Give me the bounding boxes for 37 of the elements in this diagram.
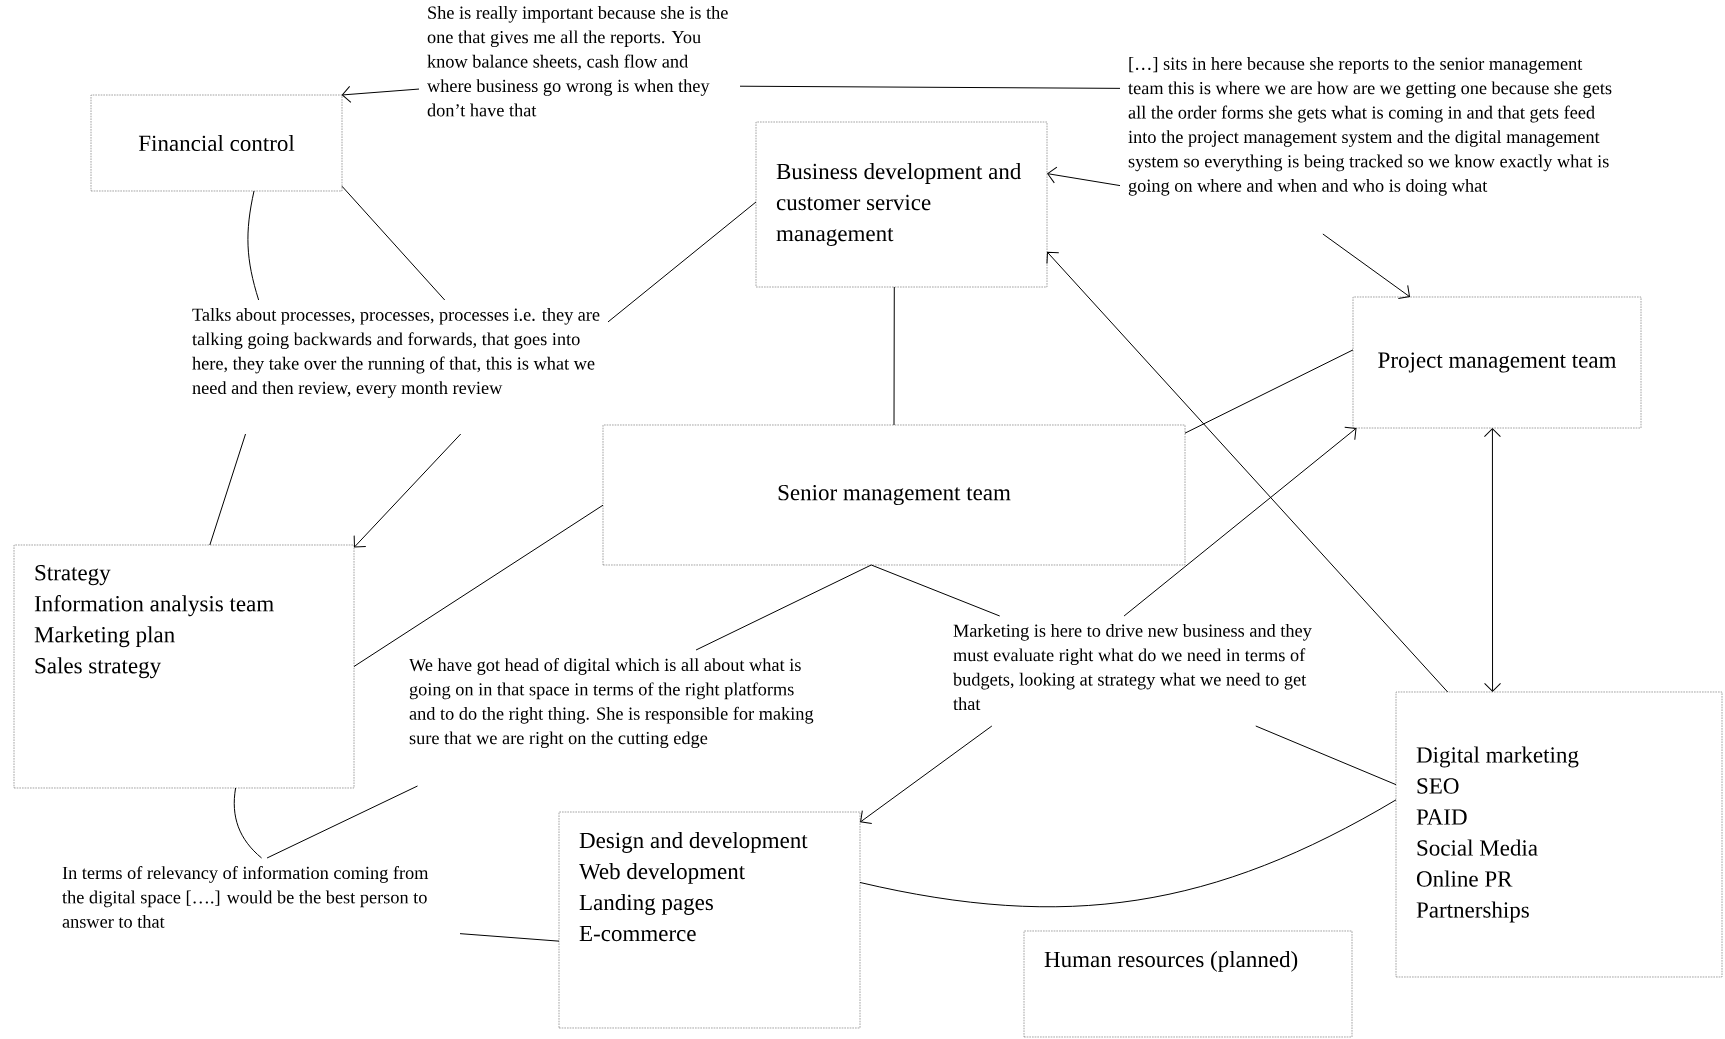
org-unit-box: Human resources (planned) xyxy=(1023,930,1353,1038)
quote-text: Marketing is here to drive new business and they must evaluate right what do we need in terms of budgets, looking at strategy what we need to get that xyxy=(953,624,1312,711)
connector-line xyxy=(607,201,757,323)
connector-line xyxy=(353,504,604,667)
org-unit-box: Design and development Web development Landing pages E-commerce xyxy=(558,811,861,1029)
quote-text: Talks about processes, processes, processes i.e. they are talking going backwards and forwards, that goes into here, they take over the running of that, this is what we need and then review, every month review xyxy=(192,308,600,398)
connector-line xyxy=(233,787,263,859)
quote-text: […] sits in here because she reports to the senior management team this is where we are how are we getting one because she gets all the order forms she gets what is coming in and that gets feed into the project management system and the digital management system so everything is being tracked so we know exactly what is going on where and when and who is doing what xyxy=(1128,57,1612,196)
arrow xyxy=(1123,426,1357,617)
connector-line xyxy=(1184,349,1354,434)
org-unit-box: Senior management team xyxy=(602,424,1186,566)
arrow xyxy=(1046,251,1449,693)
connector-line xyxy=(459,933,560,942)
connector-line xyxy=(893,286,895,426)
connector-line xyxy=(209,433,247,546)
arrow xyxy=(1483,428,1502,692)
quote-text: She is really important because she is the one that gives me all the reports. You know balance sheets, cash flow and where business go wrong is when they don’t have that xyxy=(427,6,728,117)
connector-line xyxy=(247,190,260,301)
arrow xyxy=(1322,233,1410,299)
org-unit-box: Business development and customer service management xyxy=(755,121,1048,288)
arrow xyxy=(860,725,993,825)
org-unit-box: Digital marketing SEO PAID Social Media Online PR Partnerships xyxy=(1395,691,1723,978)
quote-text: In terms of relevancy of information coming from the digital space [….] would be the best person to answer to that xyxy=(62,866,429,928)
org-unit-box: Project management team xyxy=(1352,296,1642,429)
connector-line xyxy=(739,85,1121,89)
quote-text: We have got head of digital which is all about what is going on in that space in terms of the right platforms and to do the right thing. She is responsible for making sure that we are right on the cutting edge xyxy=(409,658,814,749)
connector-line xyxy=(1255,725,1397,786)
arrow xyxy=(1047,166,1121,187)
org-unit-box: Strategy Information analysis team Marketing plan Sales strategy xyxy=(13,544,355,789)
connector-line xyxy=(859,799,1397,908)
connector-line xyxy=(870,564,1001,617)
arrow xyxy=(341,85,420,103)
connector-line xyxy=(341,185,446,301)
connector-line xyxy=(266,785,418,859)
connector-line xyxy=(695,564,872,651)
org-unit-box: Financial control xyxy=(90,94,343,192)
arrow xyxy=(353,433,462,548)
